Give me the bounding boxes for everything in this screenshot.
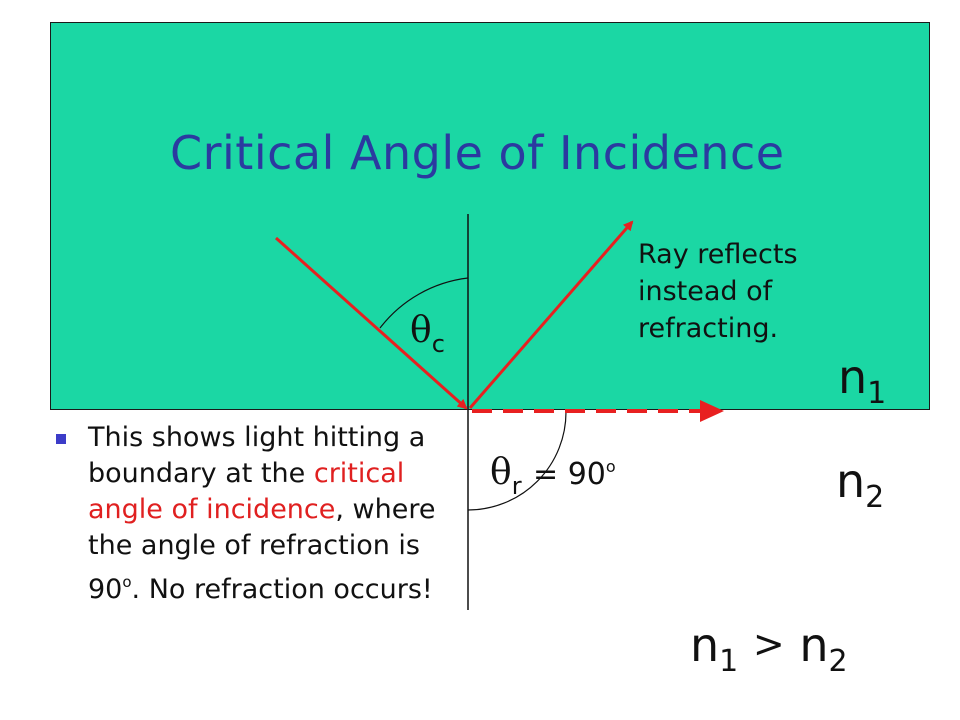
n1-label: n1 (838, 350, 887, 411)
note-line: instead of (638, 276, 773, 307)
note-line: Ray reflects (638, 239, 798, 270)
refraction-angle-arc (467, 411, 567, 511)
critical-angle-arc (379, 277, 469, 329)
n2-label: n2 (836, 454, 885, 515)
medium-n1-region (50, 22, 930, 410)
reflection-note: Ray reflects instead of refracting. (638, 236, 798, 347)
bullet-square-icon (56, 434, 66, 444)
critical-angle-label: θc (410, 310, 445, 358)
refraction-angle-label: θr = 90o (490, 452, 616, 500)
bullet-text: This shows light hitting a boundary at t… (88, 422, 436, 605)
refracted-ray-arrowhead (700, 400, 724, 422)
index-relation: n1 > n2 (690, 618, 848, 679)
reflected-ray (468, 220, 634, 409)
note-line: refracting. (638, 313, 779, 344)
highlight-text: critical angle of incidence (88, 458, 405, 525)
incident-ray (274, 236, 468, 410)
slide-title: Critical Angle of Incidence (170, 126, 785, 180)
